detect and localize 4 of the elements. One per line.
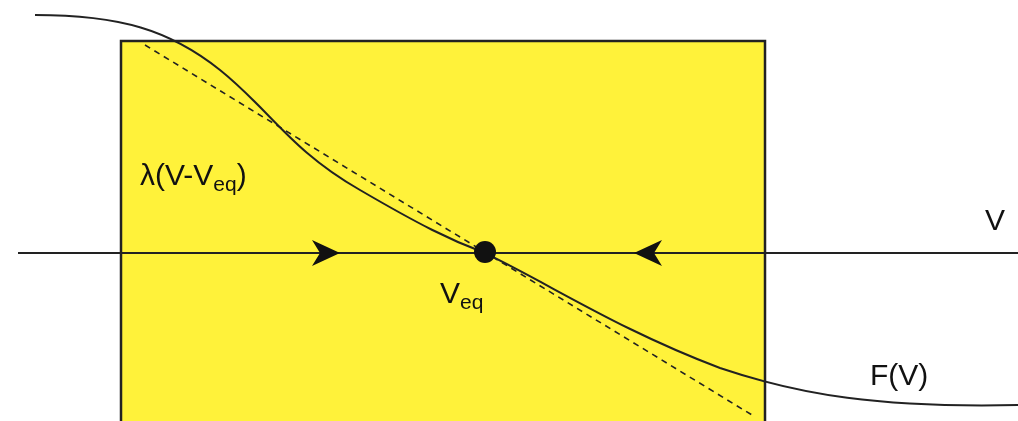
function-label: F(V) — [870, 360, 929, 390]
point-label: V$_{eq}$ — [440, 278, 484, 313]
function-label: λ(V-V$_{eq}$) — [140, 160, 247, 195]
axis-label: V — [985, 205, 1005, 235]
